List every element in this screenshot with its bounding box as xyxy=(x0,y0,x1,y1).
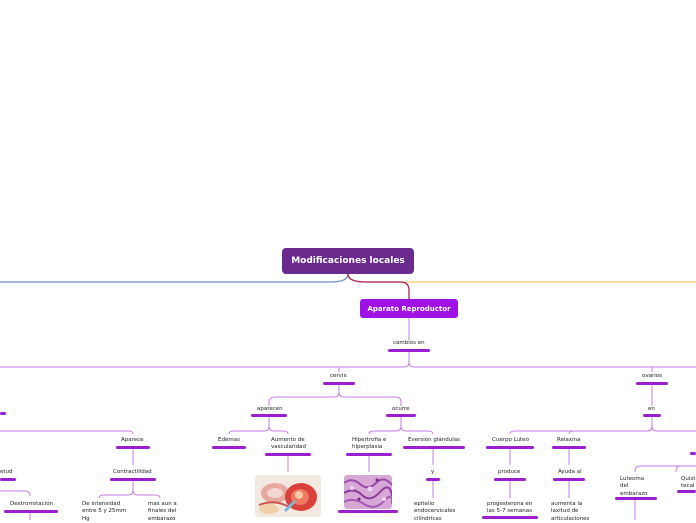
underline xyxy=(0,412,6,415)
underline xyxy=(494,478,526,481)
underline xyxy=(615,497,657,500)
red-branch-line xyxy=(347,273,410,299)
node-en[interactable]: en xyxy=(648,406,655,412)
node-edemas[interactable]: Edemas xyxy=(218,437,240,443)
main-topic-aparato-reproductor[interactable]: Aparato Reproductor xyxy=(360,299,458,318)
underline xyxy=(265,453,311,456)
node-aumento-vascularidad[interactable]: Aumento de vascularidad xyxy=(271,437,307,451)
underline xyxy=(0,478,16,481)
underline xyxy=(553,478,585,481)
node-aumenta[interactable]: aumenta la laxitud de articulaciones xyxy=(551,501,590,522)
node-aparecen[interactable]: aparecen xyxy=(257,406,283,412)
underline xyxy=(251,414,287,417)
node-de-intensidad[interactable]: De intensidad entre 5 y 25mm Hg xyxy=(82,501,127,522)
underline xyxy=(4,510,58,513)
node-contractilidad[interactable]: Contractilidad xyxy=(113,469,152,475)
node-cambios-en[interactable]: cambios en xyxy=(393,340,425,346)
underline xyxy=(482,516,538,519)
underline xyxy=(486,446,534,449)
node-produce[interactable]: produce xyxy=(498,469,521,475)
blue-branch-line xyxy=(0,273,349,283)
central-topic[interactable]: Modificaciones locales xyxy=(282,248,414,274)
node-dextrorotacion[interactable]: Dextrorrotación xyxy=(10,501,54,507)
node-mas-aun[interactable]: mas aun a finales del embarazo xyxy=(148,501,177,522)
underline xyxy=(636,382,668,385)
underline xyxy=(403,446,465,449)
purple-tree-lines xyxy=(0,318,696,520)
node-ovarios[interactable]: ovarios xyxy=(642,373,663,379)
underline xyxy=(386,414,416,417)
underline xyxy=(110,478,156,481)
underline xyxy=(643,414,661,417)
underline xyxy=(388,349,430,352)
node-aparece[interactable]: Aparece xyxy=(121,437,144,443)
node-cuerpo-luteo[interactable]: Cuerpo Luteo xyxy=(492,437,529,443)
node-cervix[interactable]: cervix xyxy=(330,373,347,379)
node-y[interactable]: y xyxy=(431,469,435,475)
orange-branch-line xyxy=(347,273,696,283)
underline xyxy=(426,478,440,481)
node-ayuda-al[interactable]: Ayuda al xyxy=(558,469,582,475)
underline xyxy=(338,510,398,513)
underline xyxy=(116,446,150,449)
node-relaxina[interactable]: Relaxina xyxy=(557,437,581,443)
node-eversion[interactable]: Eversión glándulas xyxy=(408,437,460,443)
underline xyxy=(346,453,392,456)
node-luteoma[interactable]: Luteoma del embarazo xyxy=(620,476,648,497)
underline xyxy=(212,446,246,449)
uterus-illustration-image xyxy=(255,475,321,517)
node-ocurre[interactable]: ocurre xyxy=(392,406,410,412)
underline xyxy=(323,382,355,385)
underline xyxy=(690,452,696,455)
node-hipertrofia[interactable]: Hipertrofia e hiperplasia xyxy=(352,437,387,451)
node-quist[interactable]: Quist tecal xyxy=(681,476,696,490)
underline xyxy=(552,446,586,449)
node-epitelio[interactable]: epitelio endocervicales cilíndricas xyxy=(414,501,456,522)
node-progesterona[interactable]: progesterona en las 5-7 semanas xyxy=(487,501,533,515)
node-etud[interactable]: etud xyxy=(0,469,13,475)
underline xyxy=(677,490,696,493)
histology-micrograph-image xyxy=(344,475,392,509)
